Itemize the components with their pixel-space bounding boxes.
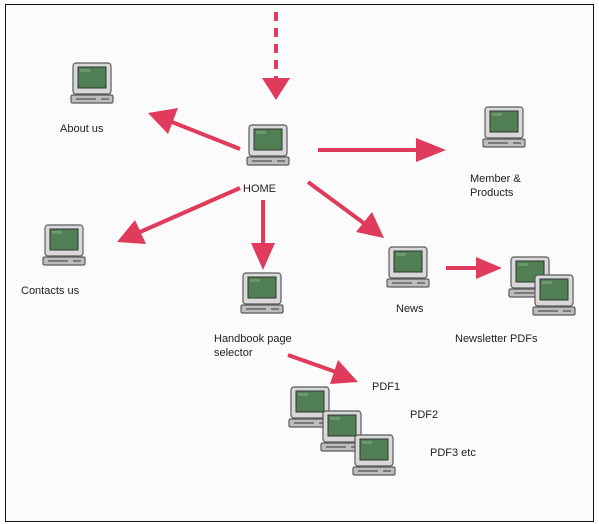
members-computer-icon [480, 104, 528, 152]
members-label: Member & [470, 173, 521, 185]
pdf2-label: PDF2 [410, 409, 439, 421]
contacts-computer-icon [40, 222, 88, 270]
home-label: HOME [243, 183, 276, 195]
news-computer-icon [384, 244, 432, 292]
about-label: About us [60, 123, 104, 135]
newsletter-label: Newsletter PDFs [455, 333, 538, 345]
arrow-home-to-members-icon [318, 138, 446, 162]
arrow-news-to-newsletter-icon [446, 257, 502, 279]
contacts-label: Contacts us [21, 285, 80, 297]
handbook-label: Handbook page [214, 333, 292, 345]
arrow-handbook-to-pdfs-icon [287, 353, 358, 384]
handbook-label-line2: selector [214, 347, 253, 359]
arrow-home-to-contacts-icon [117, 186, 241, 244]
pdf3-computer-icon [350, 432, 398, 480]
arrow-home-to-handbook-icon [251, 200, 275, 270]
home-computer-icon [244, 122, 292, 170]
handbook-computer-icon [238, 270, 286, 318]
members-label-line2: Products [470, 187, 514, 199]
arrow-home-to-about-icon [148, 108, 241, 151]
about-computer-icon [68, 60, 116, 108]
arrow-home-to-news-icon [306, 180, 384, 238]
pdf1-label: PDF1 [372, 381, 401, 393]
newsletter-computer-icon-2 [530, 272, 578, 320]
incoming-dashed-arrow-icon [262, 12, 290, 100]
news-label: News [396, 303, 424, 315]
pdf3-label: PDF3 etc [430, 447, 476, 459]
